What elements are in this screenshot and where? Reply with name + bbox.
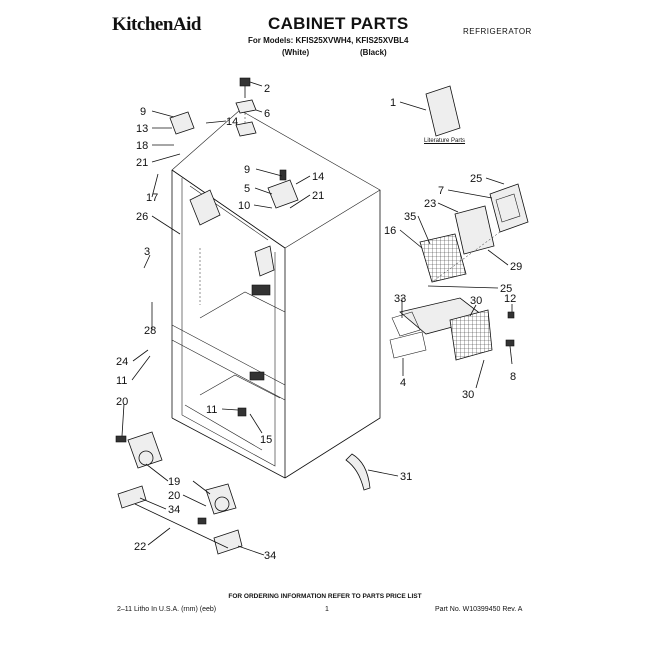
callout-24: 24 <box>116 356 128 368</box>
literature-booklet <box>425 85 461 137</box>
callout-28: 28 <box>144 325 156 337</box>
brand-logo: KitchenAid <box>112 14 201 35</box>
callout-31: 31 <box>400 471 412 483</box>
callout-21: 21 <box>136 157 148 169</box>
callout-8: 8 <box>510 371 516 383</box>
bottom-hardware <box>115 407 371 555</box>
callout-3: 3 <box>144 246 150 258</box>
top-hinge-assembly <box>169 77 299 209</box>
models-line: For Models: KFIS25XVWH4, KFIS25XVBL4 <box>248 36 409 45</box>
callout-13: 13 <box>136 123 148 135</box>
callout-33: 33 <box>394 293 406 305</box>
callout-6: 6 <box>264 108 270 120</box>
callout-12: 12 <box>504 293 516 305</box>
page-number: 1 <box>325 606 329 613</box>
ordering-note: FOR ORDERING INFORMATION REFER TO PARTS … <box>228 593 422 600</box>
callout-21b: 21 <box>312 190 324 202</box>
callout-11b: 11 <box>206 404 217 416</box>
callout-19: 19 <box>168 476 180 488</box>
part-number: Part No. W10399450 Rev. A <box>435 606 523 613</box>
callout-20b: 20 <box>168 490 180 502</box>
callout-25: 25 <box>470 173 482 185</box>
cabinet-body <box>171 109 381 479</box>
callout-35: 35 <box>404 211 416 223</box>
callout-1: 1 <box>390 97 396 109</box>
callout-11: 11 <box>116 375 127 387</box>
page-title: CABINET PARTS <box>268 14 409 33</box>
callout-10: 10 <box>238 200 250 212</box>
callout-2: 2 <box>264 83 270 95</box>
callout-30: 30 <box>470 295 482 307</box>
callout-18: 18 <box>136 140 148 152</box>
callout-7: 7 <box>438 185 444 197</box>
callout-15: 15 <box>260 434 272 446</box>
footer-print-info: 2–11 Litho In U.S.A. (rnm) (eeb) <box>117 606 217 613</box>
control-assembly <box>389 183 529 361</box>
leader-lines <box>121 81 513 556</box>
callout-23: 23 <box>424 198 436 210</box>
callout-4: 4 <box>400 377 406 389</box>
callout-22: 22 <box>134 541 146 553</box>
category-label: REFRIGERATOR <box>463 27 532 36</box>
variant-white: (White) <box>282 48 310 57</box>
callout-34b: 34 <box>264 550 276 562</box>
callout-34: 34 <box>168 504 180 516</box>
callout-26: 26 <box>136 211 148 223</box>
callout-16: 16 <box>384 225 396 237</box>
callout-9b: 9 <box>244 164 250 176</box>
callouts: 2 6 9 14 13 18 21 17 26 9 14 5 21 10 1 2… <box>116 83 522 562</box>
callout-25b: 25 <box>500 283 512 295</box>
variant-black: (Black) <box>360 48 387 57</box>
callout-5: 5 <box>244 183 250 195</box>
callout-14b: 14 <box>312 171 324 183</box>
literature-parts-label: Literature Parts <box>424 138 466 144</box>
callout-29: 29 <box>510 261 522 273</box>
callout-30b: 30 <box>462 389 474 401</box>
callout-9: 9 <box>140 106 146 118</box>
callout-17: 17 <box>146 192 158 204</box>
callout-14: 14 <box>226 116 238 128</box>
callout-20: 20 <box>116 396 128 408</box>
